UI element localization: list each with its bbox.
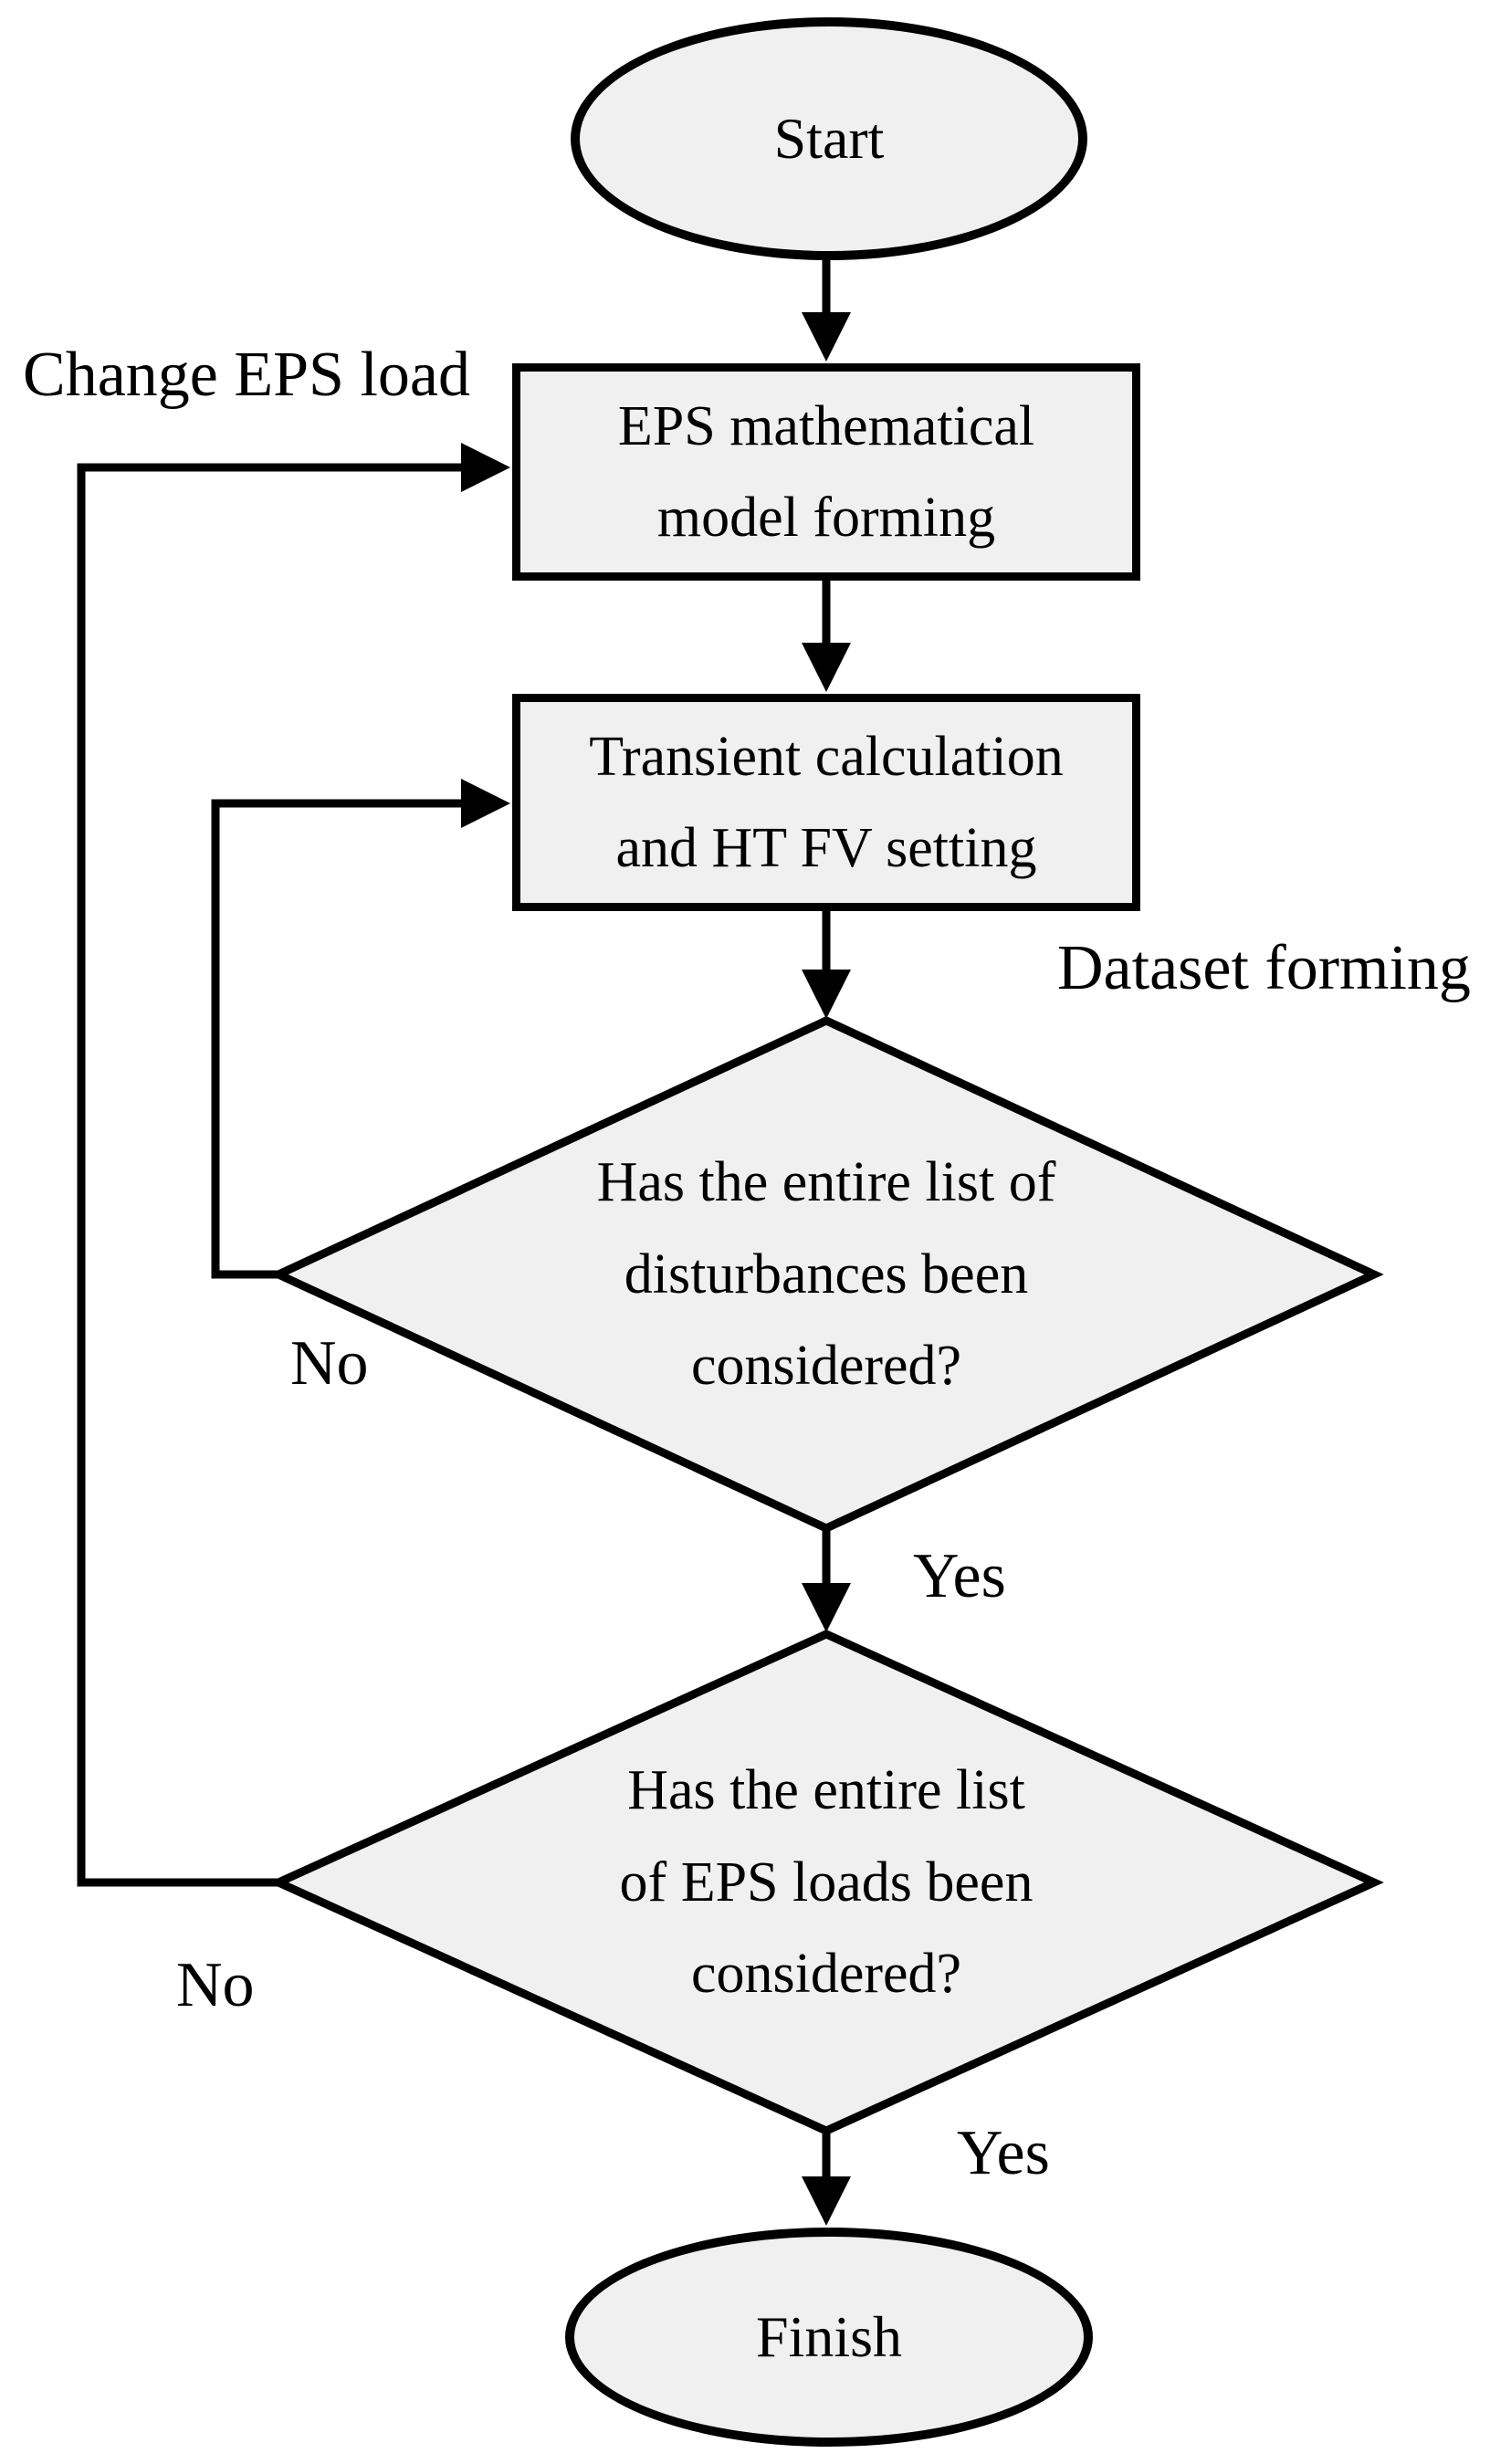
loop-no-eps-loads [77, 463, 466, 1887]
decision-eps-loads-label: Has the entire list of EPS loads been co… [415, 1740, 1237, 2025]
label-no-eps-loads: No [176, 1950, 255, 2020]
arrow-disturbances-to-eps-loads-arrowhead [802, 1583, 851, 1632]
process-transient-label: Transient calculation and HT FV setting [589, 725, 1064, 879]
loop-no-disturbances [211, 799, 466, 1279]
process-eps-model-label: EPS mathematical model forming [617, 394, 1035, 549]
start-node-label: Start [773, 105, 885, 171]
loop-no-disturbances-arrowhead [461, 779, 510, 828]
start-node: Start [571, 17, 1087, 260]
loop-no-eps-loads-arrowhead [461, 443, 510, 492]
finish-node-label: Finish [755, 2303, 903, 2369]
arrow-start-to-eps-model-arrowhead [802, 312, 851, 362]
label-yes-eps-loads: Yes [957, 2118, 1050, 2188]
label-no-disturbances: No [290, 1328, 369, 1399]
process-transient: Transient calculation and HT FV setting [512, 694, 1140, 911]
arrow-transient-to-disturbances-arrowhead [802, 970, 851, 1019]
process-eps-model: EPS mathematical model forming [512, 363, 1140, 581]
decision-disturbances-label: Has the entire list of disturbances been… [415, 1132, 1237, 1417]
arrow-eps-model-to-transient-arrowhead [802, 643, 851, 692]
label-dataset-forming: Dataset forming [1057, 933, 1471, 1003]
arrow-eps-loads-to-finish-arrowhead [802, 2176, 851, 2226]
decision-disturbances-text: Has the entire list of disturbances been… [596, 1151, 1056, 1398]
finish-node: Finish [565, 2228, 1093, 2447]
label-yes-disturbances: Yes [913, 1541, 1006, 1611]
label-change-eps-load: Change EPS load [23, 340, 470, 410]
decision-eps-loads-text: Has the entire list of EPS loads been co… [619, 1759, 1034, 2006]
